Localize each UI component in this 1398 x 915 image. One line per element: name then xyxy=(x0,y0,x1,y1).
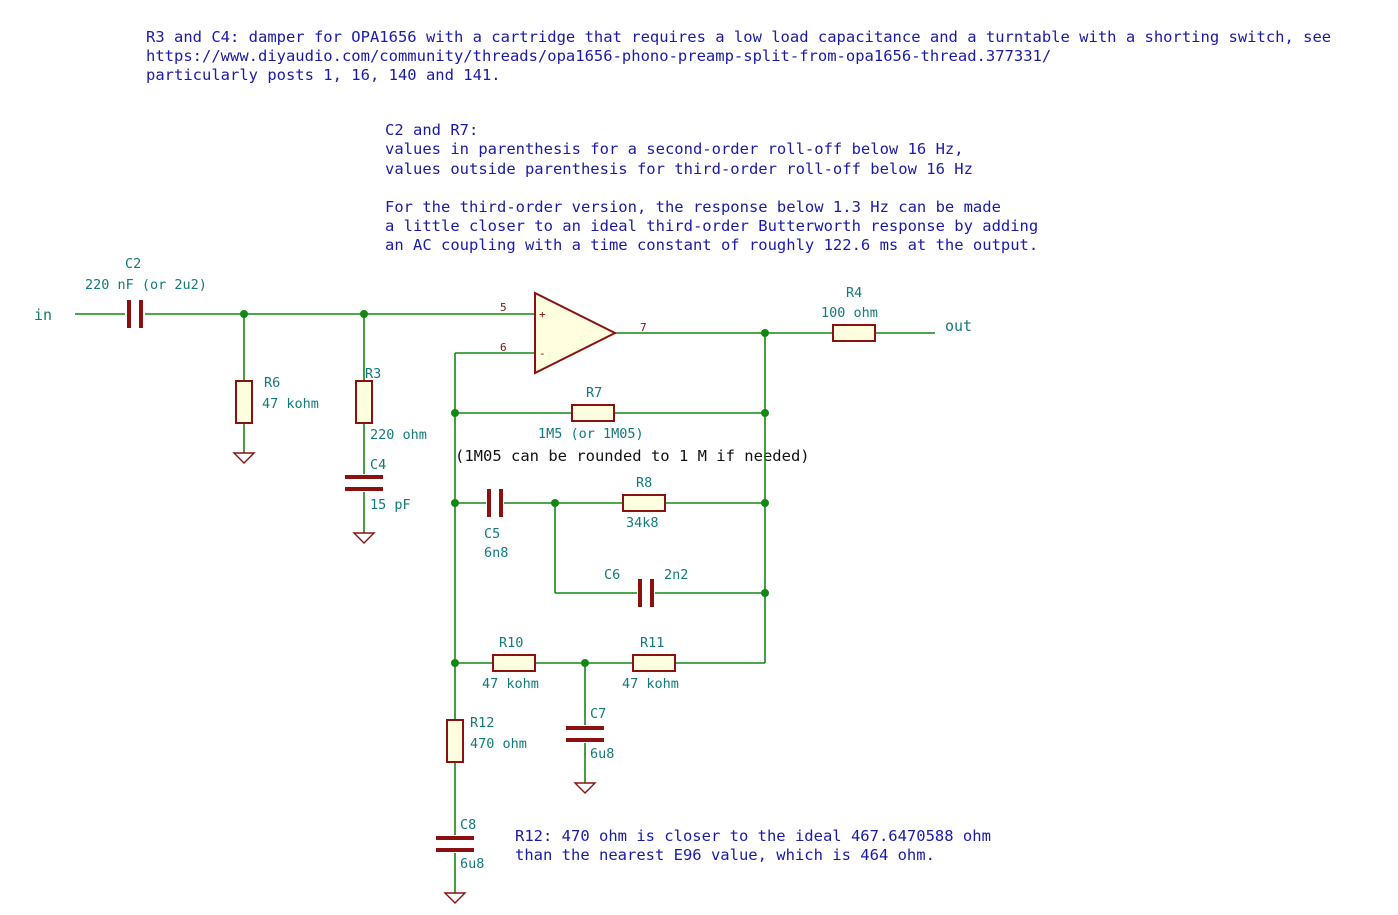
r8-value: 34k8 xyxy=(626,515,659,531)
c2-value: 220 nF (or 2u2) xyxy=(85,277,207,293)
capacitor-c6[interactable] xyxy=(638,579,654,607)
c4-reference: C4 xyxy=(370,457,386,473)
note-damper-line-1: R3 and C4: damper for OPA1656 with a car… xyxy=(146,28,1331,46)
c6-reference: C6 xyxy=(604,567,620,583)
opamp-opa1656[interactable] xyxy=(534,291,618,375)
note-third-order-line-3: an AC coupling with a time constant of r… xyxy=(385,236,1038,254)
capacitor-c5[interactable] xyxy=(487,489,503,517)
r6-reference: R6 xyxy=(264,375,280,391)
r12-reference: R12 xyxy=(470,715,494,731)
r10-reference: R10 xyxy=(499,635,523,651)
resistor-r12[interactable] xyxy=(446,719,464,763)
note-r12-line-2: than the nearest E96 value, which is 464… xyxy=(515,846,935,864)
note-damper-line-2: https://www.diyaudio.com/community/threa… xyxy=(146,47,1051,65)
r4-reference: R4 xyxy=(846,285,862,301)
ground-c4 xyxy=(352,532,376,544)
note-c2-r7-line-3: values outside parenthesis for third-ord… xyxy=(385,160,973,178)
capacitor-c4[interactable] xyxy=(345,475,383,491)
ground-c8 xyxy=(443,892,467,904)
c8-reference: C8 xyxy=(460,817,476,833)
resistor-r3[interactable] xyxy=(355,380,373,424)
c5-reference: C5 xyxy=(484,526,500,542)
resistor-r11[interactable] xyxy=(632,654,676,672)
input-label: in xyxy=(34,306,52,324)
r11-reference: R11 xyxy=(640,635,664,651)
opamp-pin-7: 7 xyxy=(640,321,647,334)
r8-reference: R8 xyxy=(636,475,652,491)
r3-value: 220 ohm xyxy=(370,427,427,443)
r10-value: 47 kohm xyxy=(482,676,539,692)
note-third-order-line-1: For the third-order version, the respons… xyxy=(385,198,1001,216)
ground-c7 xyxy=(573,782,597,794)
ground-r6 xyxy=(232,452,256,464)
r4-value: 100 ohm xyxy=(821,305,878,321)
c4-value: 15 pF xyxy=(370,497,411,513)
opamp-pin-5: 5 xyxy=(500,301,507,314)
junction-dots xyxy=(240,310,769,667)
note-r7-rounding: (1M05 can be rounded to 1 M if needed) xyxy=(455,447,810,465)
resistor-r7[interactable] xyxy=(571,404,615,422)
note-c2-r7-line-2: values in parenthesis for a second-order… xyxy=(385,140,964,158)
opamp-plus-sign: + xyxy=(539,308,546,321)
note-third-order-line-2: a little closer to an ideal third-order … xyxy=(385,217,1038,235)
wires xyxy=(75,313,935,893)
c5-value: 6n8 xyxy=(484,545,508,561)
resistor-r4[interactable] xyxy=(832,324,876,342)
opamp-minus-sign: - xyxy=(539,347,546,360)
r11-value: 47 kohm xyxy=(622,676,679,692)
output-label: out xyxy=(945,317,972,335)
opamp-pin-6: 6 xyxy=(500,341,507,354)
resistor-r6[interactable] xyxy=(235,380,253,424)
r7-reference: R7 xyxy=(586,385,602,401)
r3-reference: R3 xyxy=(365,366,381,382)
resistor-r8[interactable] xyxy=(622,494,666,512)
r12-value: 470 ohm xyxy=(470,736,527,752)
c8-value: 6u8 xyxy=(460,856,484,872)
note-r12-line-1: R12: 470 ohm is closer to the ideal 467.… xyxy=(515,827,991,845)
c2-reference: C2 xyxy=(125,256,141,272)
capacitor-c7[interactable] xyxy=(566,726,604,742)
r6-value: 47 kohm xyxy=(262,396,319,412)
note-damper-line-3: particularly posts 1, 16, 140 and 141. xyxy=(146,66,501,84)
resistor-r10[interactable] xyxy=(492,654,536,672)
capacitor-c2[interactable] xyxy=(127,300,143,328)
c7-reference: C7 xyxy=(590,706,606,722)
c7-value: 6u8 xyxy=(590,746,614,762)
r7-value: 1M5 (or 1M05) xyxy=(538,426,644,442)
capacitor-c8[interactable] xyxy=(436,836,474,852)
c6-value: 2n2 xyxy=(664,567,688,583)
note-c2-r7-line-1: C2 and R7: xyxy=(385,121,478,139)
